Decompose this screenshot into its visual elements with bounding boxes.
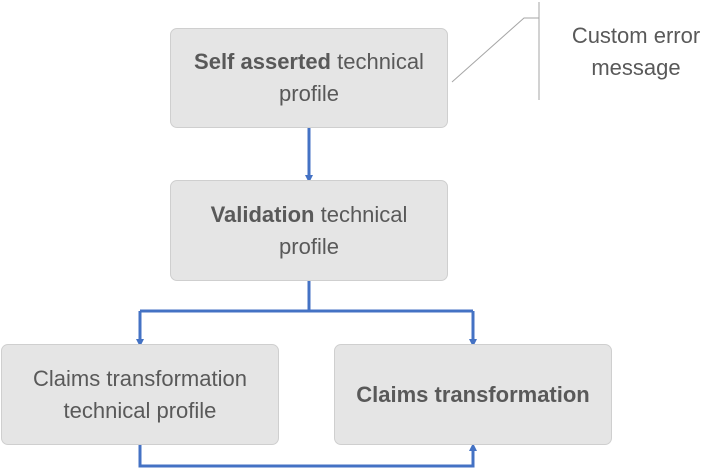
validation-line-1: Validation technical bbox=[211, 199, 408, 231]
claims-transformation-box: Claims transformation bbox=[334, 344, 612, 445]
custom-error-message-callout: Custom error message bbox=[548, 20, 724, 84]
callout-line-1: Custom error bbox=[571, 23, 701, 48]
claims-transformation-technical-profile-box: Claims transformation technical profile bbox=[1, 344, 279, 445]
self-asserted-technical-profile-box: Self asserted technical profile bbox=[170, 28, 448, 128]
validation-bold-text: Validation bbox=[210, 201, 315, 227]
claims-tp-label: Claims transformation technical profile bbox=[33, 363, 247, 427]
arrow-bottom-return bbox=[138, 443, 477, 468]
self-asserted-line-1: Self asserted technical bbox=[194, 46, 424, 78]
self-asserted-bold-text: Self asserted bbox=[194, 49, 331, 74]
callout-line-2: message bbox=[591, 55, 681, 80]
claims-tp-line-2: technical profile bbox=[63, 397, 217, 423]
self-asserted-line-2: profile bbox=[279, 81, 339, 106]
claims-transformation-bold-text: Claims transformation bbox=[356, 381, 590, 407]
claims-tp-line-1: Claims transformation bbox=[33, 365, 247, 391]
self-asserted-label: Self asserted technical profile bbox=[194, 46, 424, 110]
validation-line-2: profile bbox=[279, 233, 339, 259]
self-asserted-rest-text: technical bbox=[331, 49, 424, 74]
validation-rest-text: technical bbox=[314, 201, 408, 227]
callout-leader-line bbox=[451, 17, 539, 83]
validation-label: Validation technical profile bbox=[211, 199, 408, 263]
validation-technical-profile-box: Validation technical profile bbox=[170, 180, 448, 281]
